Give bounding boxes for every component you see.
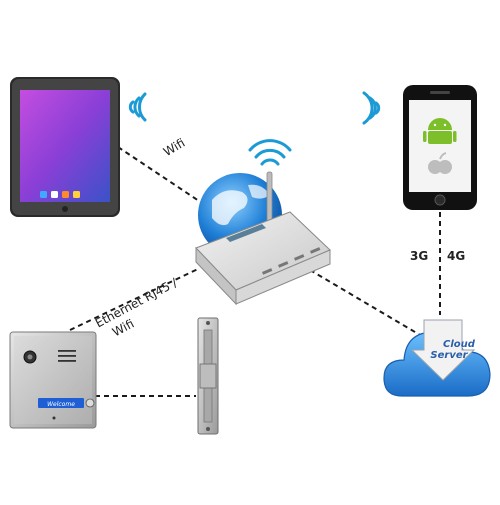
cloud-label-line2: Server xyxy=(430,350,468,361)
door-intercom-icon xyxy=(9,331,97,429)
android-icon xyxy=(423,118,457,144)
mobile-4g-label: 4G xyxy=(447,249,466,263)
link-router-cloud xyxy=(309,269,421,336)
wifi-signal-icon-phone xyxy=(362,91,381,125)
door-plate-text: Welcome xyxy=(47,401,75,408)
electric-door-lock-icon xyxy=(197,317,219,435)
connection-lines xyxy=(69,146,441,397)
mobile-3g-label: 3G xyxy=(410,249,429,263)
name-plate xyxy=(38,398,84,408)
wifi-signal-icon-router xyxy=(248,139,292,166)
link-tablet-router xyxy=(117,146,206,206)
wifi-signal-icon-tablet xyxy=(128,92,147,122)
cloud-label-line1: Cloud xyxy=(443,339,475,350)
wireless-router-icon xyxy=(195,171,331,306)
tablet-icon xyxy=(10,77,120,217)
cloud-server-icon xyxy=(383,319,491,397)
apple-icon xyxy=(428,152,452,174)
smartphone-icon xyxy=(403,85,477,210)
link-door-router xyxy=(69,267,201,331)
